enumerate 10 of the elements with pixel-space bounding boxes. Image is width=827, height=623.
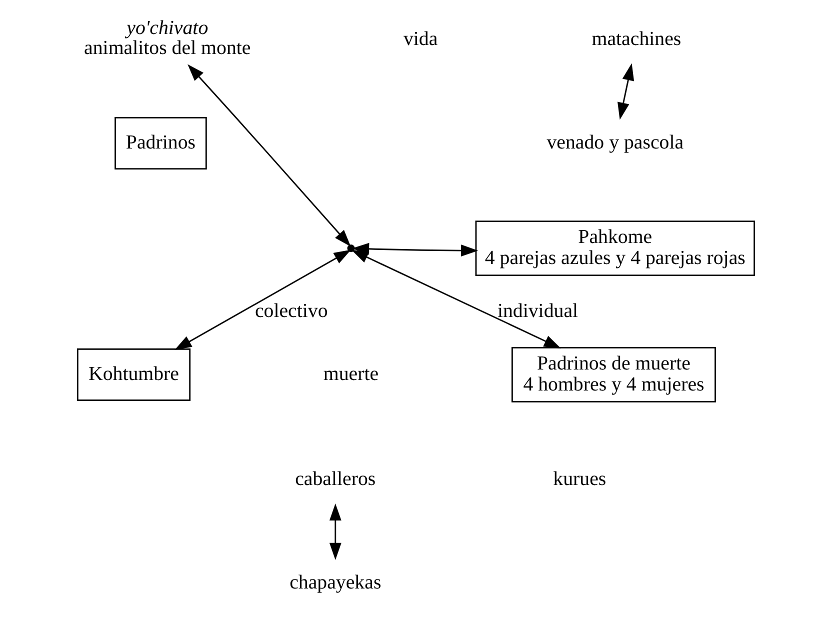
label: muerte (323, 362, 379, 385)
label: vida (403, 28, 438, 50)
node-text: matachines (592, 28, 682, 50)
node-text: venado y pascola (546, 131, 684, 154)
node-text: caballeros (295, 468, 376, 490)
node-text: chapayekas (290, 572, 382, 594)
node-text: yo'chivato animalitos del monte (84, 17, 251, 60)
edge-label: colectivo (254, 300, 328, 322)
label: kurues (553, 468, 606, 490)
edge-label: individual (497, 300, 578, 322)
